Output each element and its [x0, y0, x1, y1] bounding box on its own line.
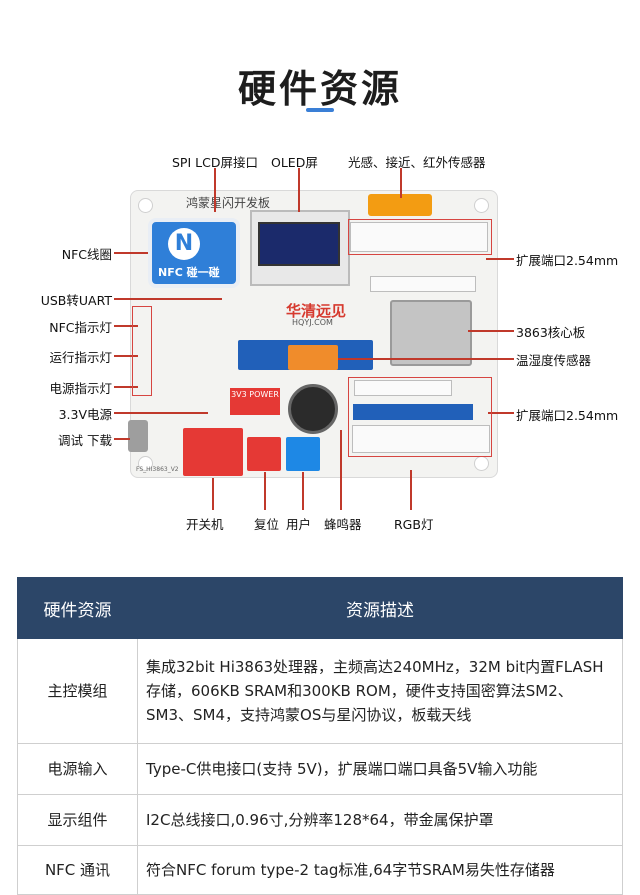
callout-line: [212, 478, 214, 510]
label-temp: 温湿度传感器: [516, 353, 592, 368]
table-header-resource: 硬件资源: [17, 577, 138, 639]
table-row: NFC 通讯 符合NFC forum type-2 tag标准,64字节SRAM…: [17, 845, 623, 895]
table-cell-desc: 集成32bit Hi3863处理器，主频高达240MHz，32M bit内置FL…: [137, 638, 623, 744]
callout-line: [302, 472, 304, 510]
table-cell-desc: Type-C供电接口(支持 5V)，扩展端口端口具备5V输入功能: [137, 743, 623, 795]
callout-line: [298, 168, 300, 212]
mount-hole: [474, 198, 489, 213]
callout-line: [338, 358, 514, 360]
callout-line: [114, 438, 130, 440]
label-debug: 调试 下载: [58, 433, 112, 448]
table-row: 主控模组 集成32bit Hi3863处理器，主频高达240MHz，32M bi…: [17, 638, 623, 744]
table-cell-name: 电源输入: [17, 743, 138, 795]
reset-button-image: [247, 437, 281, 471]
table-row: 电源输入 Type-C供电接口(支持 5V)，扩展端口端口具备5V输入功能: [17, 743, 623, 795]
nfc-coil-image: N NFC 碰一碰: [148, 218, 240, 288]
label-rgb: RGB灯: [394, 517, 434, 532]
table-header-description: 资源描述: [137, 577, 623, 639]
temp-sensor-area: [288, 345, 338, 370]
hqyj-logo: 华清远见: [286, 302, 347, 320]
label-ext-bottom: 扩展端口2.54mm: [516, 408, 619, 423]
table-row: 显示组件 I2C总线接口,0.96寸,分辨率128*64，带金属保护罩: [17, 794, 623, 846]
label-power-led: 电源指示灯: [49, 381, 112, 396]
nfc-card-text: NFC 碰一碰: [158, 266, 220, 279]
oled-screen: [258, 222, 340, 266]
callout-line: [264, 472, 266, 510]
page-title: 硬件资源: [237, 67, 402, 111]
sensor-chip: [368, 194, 432, 216]
callout-line: [488, 412, 514, 414]
callout-line: [400, 168, 402, 198]
callout-line: [486, 258, 514, 260]
label-core: 3863核心板: [516, 325, 586, 340]
label-ext-top: 扩展端口2.54mm: [516, 253, 619, 268]
pin-header-top: [350, 222, 488, 252]
label-spi-lcd: SPI LCD屏接口: [172, 155, 258, 170]
callout-line: [340, 430, 342, 510]
label-buzzer: 蜂鸣器: [324, 517, 362, 532]
mount-hole: [138, 198, 153, 213]
highlight-ext-bottom: [348, 377, 492, 457]
typec-port: [128, 420, 148, 452]
label-usb-uart: USB转UART: [40, 293, 112, 308]
nfc-icon: N: [168, 228, 200, 260]
buzzer-image: [288, 384, 338, 434]
table-cell-name: 显示组件: [17, 794, 138, 846]
core-module: [390, 300, 472, 366]
table-cell-name: 主控模组: [17, 638, 138, 744]
board-name: 鸿蒙星闪开发板: [186, 196, 271, 210]
label-reset: 复位: [254, 517, 280, 532]
power-label: 3V3 POWER: [230, 388, 280, 415]
user-button-image: [286, 437, 320, 471]
title-underline: [306, 108, 334, 112]
label-user: 用户: [286, 517, 312, 532]
label-nfc-coil: NFC线圈: [61, 247, 112, 262]
callout-line: [114, 298, 222, 300]
callout-line: [410, 470, 412, 510]
label-run-led: 运行指示灯: [49, 350, 112, 365]
mount-hole: [474, 456, 489, 471]
callout-line: [114, 412, 208, 414]
callout-line: [114, 252, 148, 254]
label-sensors: 光感、接近、红外传感器: [348, 155, 486, 170]
power-switch-image: [183, 428, 243, 476]
pin-header-small: [370, 276, 476, 292]
callout-line: [114, 386, 138, 388]
label-3v3: 3.3V电源: [58, 407, 112, 422]
table-cell-desc: 符合NFC forum type-2 tag标准,64字节SRAM易失性存储器: [137, 845, 623, 895]
label-oled: OLED屏: [271, 155, 318, 170]
callout-line: [114, 355, 138, 357]
callout-line: [114, 325, 138, 327]
table-cell-desc: I2C总线接口,0.96寸,分辨率128*64，带金属保护罩: [137, 794, 623, 846]
hardware-table: 硬件资源 资源描述 主控模组 集成32bit Hi3863处理器，主频高达240…: [17, 577, 623, 895]
label-switch: 开关机: [186, 517, 224, 532]
pin-header-bottom: [352, 425, 490, 453]
callout-line: [468, 330, 514, 332]
highlight-leds: [132, 306, 152, 396]
pin-header-mid: [354, 380, 452, 396]
mount-hole: [138, 456, 153, 471]
board-model: FS_HI3863_V2: [136, 466, 179, 473]
callout-line: [214, 168, 216, 212]
highlight-ext-top: [348, 219, 492, 255]
pin-labels-strip: [353, 404, 473, 420]
table-cell-name: NFC 通讯: [17, 845, 138, 895]
hqyj-logo-sub: HQYJ.COM: [292, 318, 333, 327]
label-nfc-led: NFC指示灯: [49, 320, 112, 335]
